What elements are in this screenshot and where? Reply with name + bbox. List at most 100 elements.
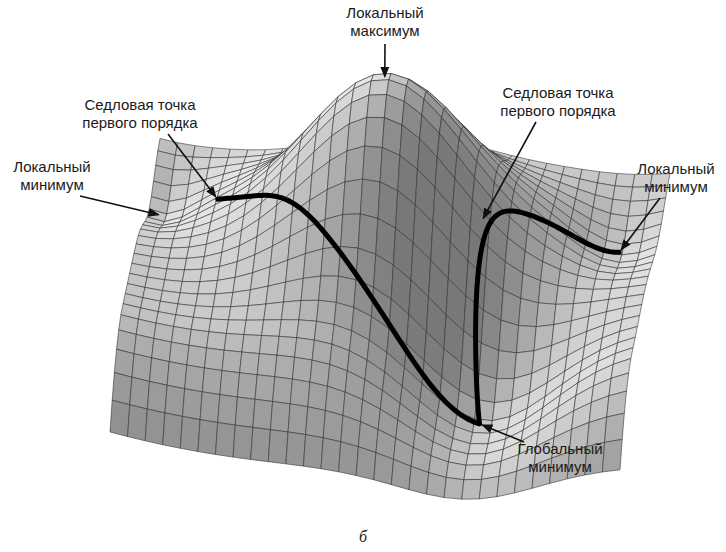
mesh-cell [611,199,631,216]
mesh-cell [292,357,312,382]
mesh-cell [339,442,359,476]
mesh-cell [277,336,297,357]
mesh-cell [268,430,288,464]
mesh-cell [347,117,367,150]
mesh-cell [248,286,268,306]
mesh-cell [367,95,387,118]
mesh-cell [341,214,361,248]
mesh-cell [184,257,204,270]
mesh-cell [237,373,257,400]
mesh-cell [316,300,336,324]
mesh-cell [244,320,264,336]
mesh-cell [198,420,218,455]
mesh-cell [246,304,266,320]
mesh-cell [154,238,174,248]
leader-arrow [483,122,536,218]
mesh-cell [519,298,539,326]
mesh-cell [242,335,262,354]
mesh-cell [204,348,224,371]
mesh-cell [222,350,242,373]
mesh-cell [283,278,303,302]
mesh-cell [130,377,150,409]
mesh-cell [613,186,633,201]
mesh-cell [286,432,306,466]
mesh-cell [295,338,315,360]
mesh-cell [516,326,536,353]
mesh-cell [215,277,235,294]
mesh-cell [462,479,482,499]
mesh-cell [343,179,363,214]
mesh-cell [275,355,295,379]
mesh-cell [409,466,429,494]
mesh-cell [596,271,616,280]
mesh-cell [193,146,213,158]
mesh-cell [365,117,385,147]
mesh-cell [200,392,220,423]
mesh-cell [171,170,191,186]
mesh-cell [224,333,244,352]
mesh-cell [226,320,246,335]
mesh-cell [369,80,389,95]
mesh-cell [273,377,293,404]
mesh-cell [182,269,202,282]
mesh-cell [165,269,185,281]
mesh-cell [266,282,286,304]
mesh-cell [128,405,148,441]
mesh-cell [521,273,541,303]
mesh-cell [196,294,216,307]
mesh-cell [356,447,376,480]
mesh-cell [178,293,198,306]
mesh-cell [319,276,339,302]
mesh-cell [615,174,635,188]
mesh-cell [374,453,394,485]
mesh-cell [202,368,222,395]
mesh-cell [207,332,227,350]
mesh-cell [270,401,290,432]
mesh-cell [303,435,323,469]
mesh-cell [183,389,203,420]
mesh-cell [281,301,301,320]
mesh-cell [605,413,625,442]
mesh-cell [574,288,594,303]
mesh-cell [209,319,229,333]
mesh-cell [464,465,484,480]
mesh-cell [391,459,411,489]
mesh-cell [200,266,220,281]
mesh-cell [171,237,191,248]
mesh-cell [264,302,284,320]
mesh-cell [220,371,240,398]
mesh-cell [231,290,251,307]
reaction-path [218,195,480,423]
mesh-cell [321,438,341,472]
mesh-cell [299,300,319,321]
mesh-cell [497,471,517,496]
mesh-cell [187,345,207,368]
mesh-cell [499,320,519,353]
mesh-cell [468,444,488,454]
feature-label: Локальный минимум [633,160,719,196]
mesh-cell [470,433,490,444]
mesh-cell [477,374,497,403]
mesh-cell [363,146,383,182]
feature-label: Глобальный минимум [508,440,612,476]
mesh-cell [167,362,187,389]
leader-arrow [384,44,386,77]
mesh-cell [180,416,200,451]
mesh-cell [253,399,273,429]
mesh-cell [628,200,648,216]
mesh-cell [163,413,183,448]
mesh-cell [213,292,233,306]
mesh-cell [497,351,517,379]
mesh-cell [602,439,622,472]
leader-arrow [168,134,216,197]
mesh-cell [167,258,187,270]
mesh-cell [466,454,486,466]
mesh-cell [306,407,326,438]
mesh-cell [303,249,323,279]
mesh-cell [538,281,558,304]
mesh-cell [211,148,231,158]
mesh-cell [308,382,328,410]
